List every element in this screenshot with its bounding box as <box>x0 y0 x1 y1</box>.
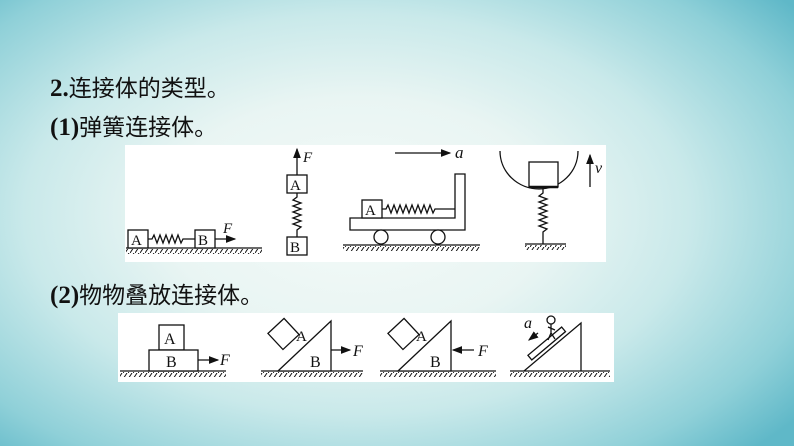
section1-text: 弹簧连接体。 <box>79 115 218 141</box>
force-label: F <box>477 343 488 360</box>
diagram-bowl-spring: v <box>499 150 603 250</box>
svg-text:A: A <box>296 329 307 345</box>
svg-text:A: A <box>290 178 301 194</box>
svg-text:B: B <box>166 354 177 371</box>
block-a-label: A <box>131 233 142 249</box>
section2-text: 物物叠放连接体。 <box>79 283 264 309</box>
svg-text:B: B <box>430 354 441 371</box>
svg-text:A: A <box>164 331 176 348</box>
section2-number: (2) <box>50 282 80 309</box>
section-heading-stacked: (2)物物叠放连接体。 <box>50 282 263 310</box>
diagram-wedge-push: A B F <box>380 317 496 377</box>
svg-text:B: B <box>290 240 300 256</box>
diagram-person-on-board: a <box>510 315 610 377</box>
force-label: F <box>352 343 363 360</box>
diagram-vertical-spring: F A B <box>286 147 313 256</box>
force-label: F <box>219 352 230 369</box>
accel-label: a <box>524 315 532 332</box>
slide-title: 2.连接体的类型。 <box>50 75 230 103</box>
force-label: F <box>222 221 233 237</box>
section-heading-spring: (1)弹簧连接体。 <box>50 114 217 142</box>
svg-text:B: B <box>310 354 321 371</box>
title-text: 连接体的类型。 <box>68 76 230 102</box>
velocity-label: v <box>595 160 603 177</box>
block-b-label: B <box>198 233 208 249</box>
title-number: 2. <box>50 75 69 102</box>
diagram-cart-spring: a A <box>343 143 480 251</box>
svg-text:A: A <box>365 203 376 219</box>
diagram-stacked-blocks: A B F <box>120 324 230 377</box>
section1-number: (1) <box>50 114 80 141</box>
svg-text:A: A <box>416 329 427 345</box>
accel-label: a <box>455 143 464 162</box>
spring-diagrams-panel: A B F F A B a <box>125 143 606 262</box>
diagram-wedge-pull: A B F <box>261 317 363 377</box>
force-label: F <box>302 150 313 166</box>
diagram-horizontal-spring: A B F <box>126 221 262 254</box>
stacked-diagrams-panel: A B F A B F <box>118 313 614 382</box>
